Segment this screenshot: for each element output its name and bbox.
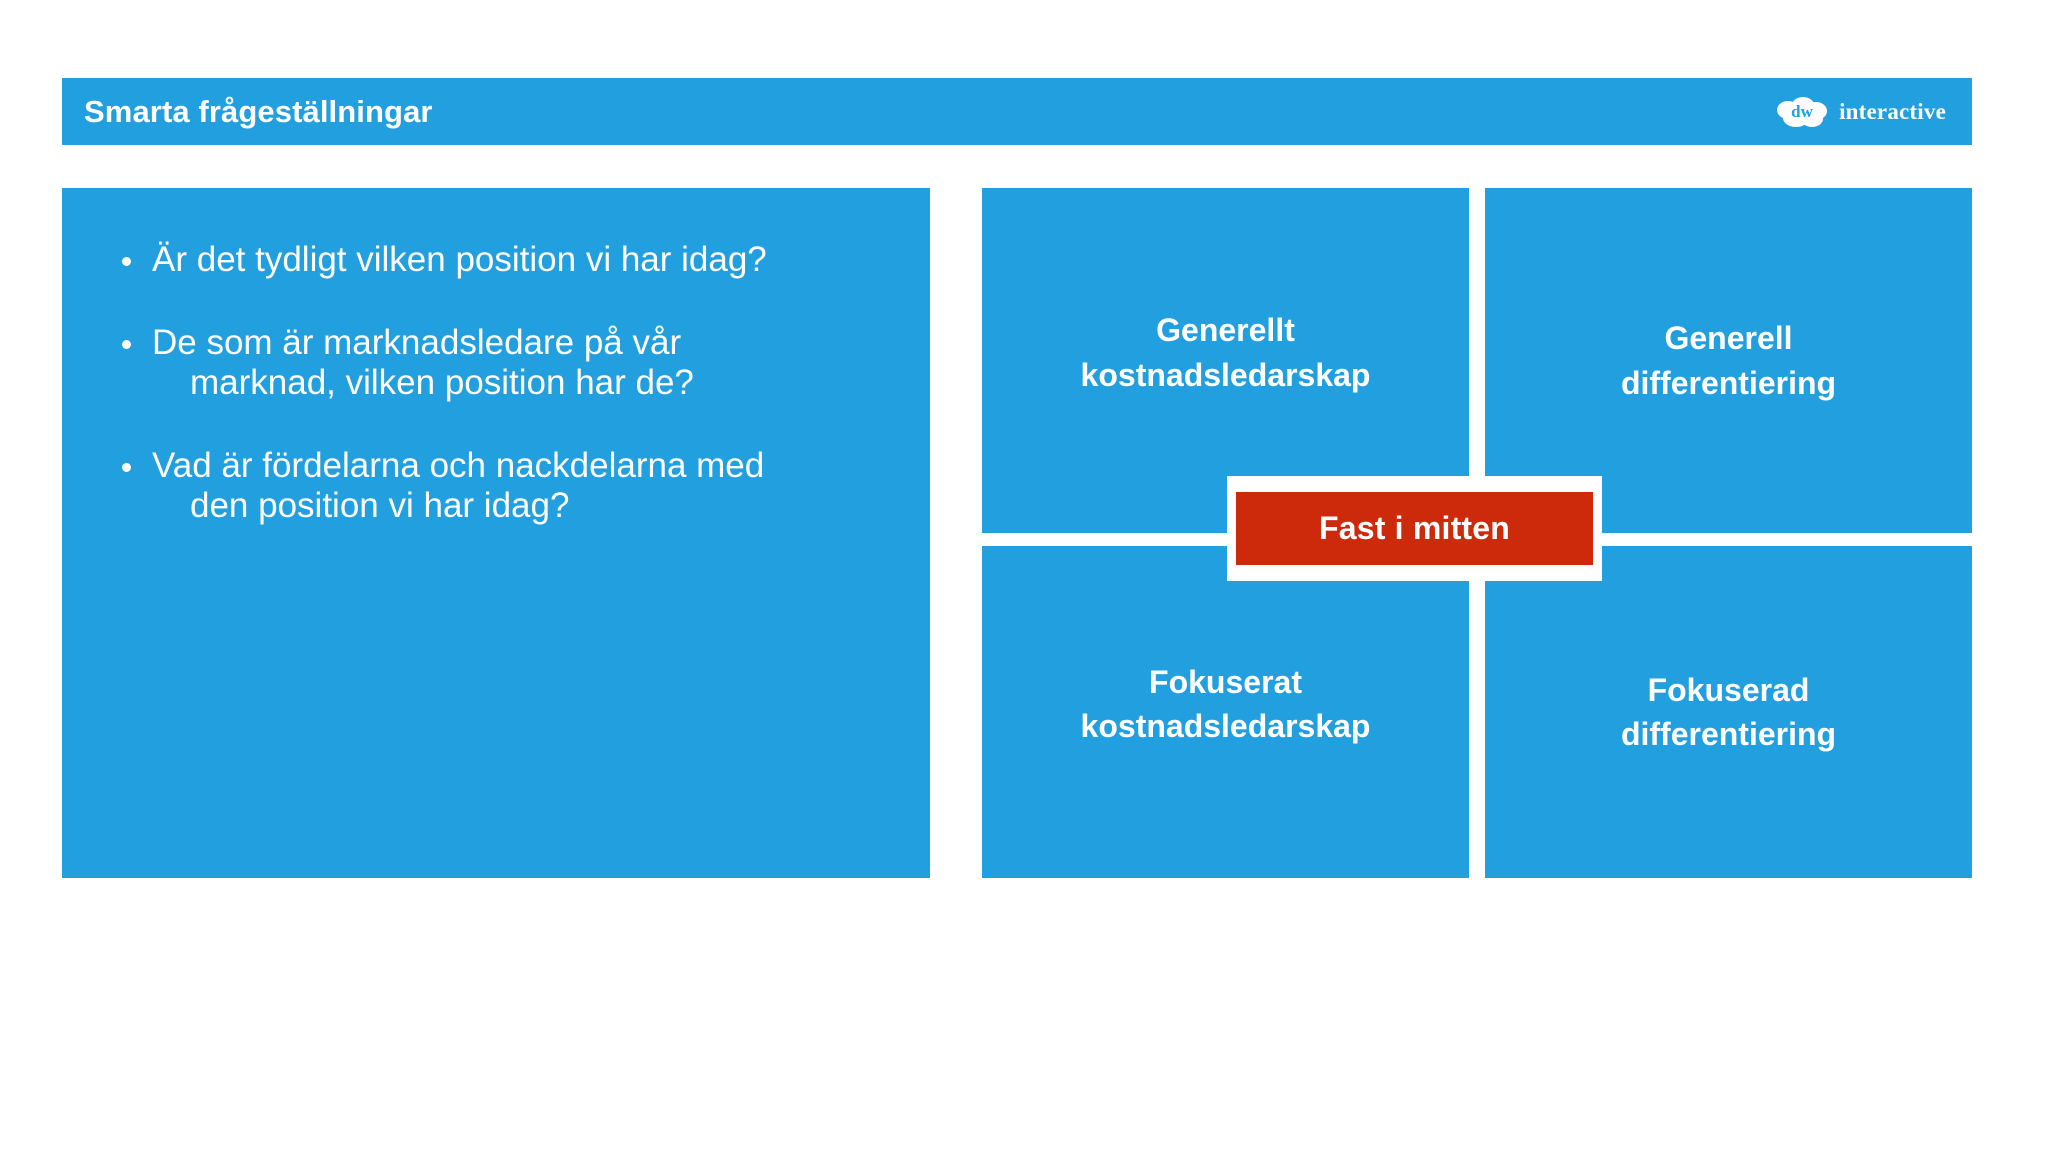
svg-text:dw: dw xyxy=(1791,102,1813,121)
list-item: Vad är fördelarna och nackdelarna med de… xyxy=(102,446,890,527)
cloud-icon: dw xyxy=(1774,96,1830,128)
matrix-quadrant-focused-differentiation[interactable]: Fokuserad differentiering xyxy=(1485,546,1972,878)
slide-header-bar: Smarta frågeställningar dw interactive xyxy=(62,78,1972,145)
list-item: Är det tydligt vilken position vi har id… xyxy=(102,240,890,281)
matrix-quadrant-general-cost-leadership[interactable]: Generellt kostnadsledarskap xyxy=(982,188,1469,533)
quadrant-label: Fokuserad differentiering xyxy=(1621,668,1836,756)
matrix-quadrant-general-differentiation[interactable]: Generell differentiering xyxy=(1485,188,1972,533)
quadrant-label-line-2: differentiering xyxy=(1620,716,1837,752)
bullet-dot-icon xyxy=(122,462,131,472)
list-item: De som är marknadsledare på vår marknad,… xyxy=(102,323,890,404)
quadrant-label-line-1: Fokuserat xyxy=(1149,663,1302,700)
quadrant-label: Fokuserat kostnadsledarskap xyxy=(1081,660,1371,748)
bullet-line-1: Är det tydligt vilken position vi har id… xyxy=(152,240,767,279)
bullet-dot-icon xyxy=(122,339,131,349)
quadrant-label-line-1: Generell xyxy=(1664,320,1793,357)
brand-logo: dw interactive xyxy=(1774,96,1946,128)
center-badge-label: Fast i mitten xyxy=(1236,492,1593,565)
quadrant-label: Generell differentiering xyxy=(1621,316,1836,404)
logo-wordmark: interactive xyxy=(1839,98,1946,124)
quadrant-label-line-2: kostnadsledarskap xyxy=(1080,708,1371,744)
quadrant-label-line-2: differentiering xyxy=(1620,364,1837,401)
questions-panel: Är det tydligt vilken position vi har id… xyxy=(62,188,930,878)
bullet-line-2: den position vi har idag? xyxy=(190,486,570,526)
page-title: Smarta frågeställningar xyxy=(84,93,433,129)
matrix-quadrant-focused-cost-leadership[interactable]: Fokuserat kostnadsledarskap xyxy=(982,546,1469,878)
quadrant-label: Generellt kostnadsledarskap xyxy=(1081,308,1371,396)
quadrant-label-line-2: kostnadsledarskap xyxy=(1080,356,1371,393)
bullet-line-1: De som är marknadsledare på vår xyxy=(152,322,682,362)
bullet-dot-icon xyxy=(122,257,131,266)
bullet-line-2: marknad, vilken position har de? xyxy=(190,363,694,403)
strategy-matrix: Generellt kostnadsledarskap Generell dif… xyxy=(982,188,1972,878)
bullet-line-1: Vad är fördelarna och nackdelarna med xyxy=(152,445,765,485)
questions-list: Är det tydligt vilken position vi har id… xyxy=(102,240,890,527)
quadrant-label-line-1: Fokuserad xyxy=(1647,671,1810,708)
center-badge-stuck-in-the-middle[interactable]: Fast i mitten xyxy=(1227,476,1602,581)
quadrant-label-line-1: Generellt xyxy=(1156,312,1295,349)
